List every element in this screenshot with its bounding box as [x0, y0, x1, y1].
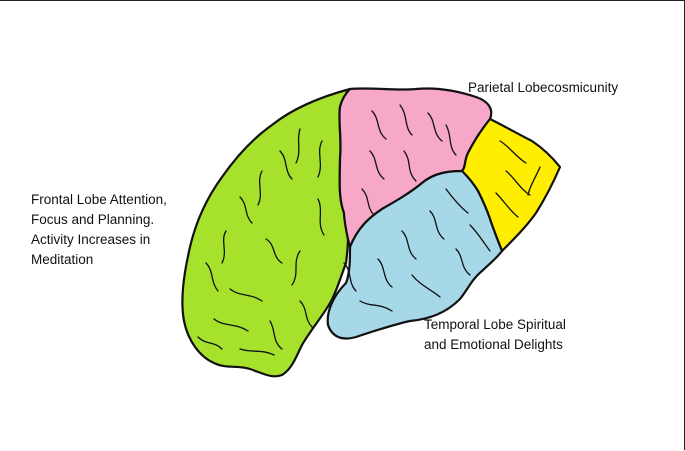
- parietal-lobe-label: Parietal Lobecosmicunity: [468, 78, 618, 98]
- frontal-label-line: Frontal Lobe Attention,: [31, 190, 167, 210]
- temporal-label-line: and Emotional Delights: [424, 335, 566, 355]
- temporal-label-line: Temporal Lobe Spiritual: [424, 315, 566, 335]
- temporal-lobe-label: Temporal Lobe Spiritual and Emotional De…: [424, 315, 566, 355]
- parietal-label-line: Parietal Lobecosmicunity: [468, 78, 618, 98]
- frontal-lobe: [182, 89, 350, 376]
- frontal-label-line: Activity Increases in: [31, 230, 167, 250]
- frontal-label-line: Meditation: [31, 250, 167, 270]
- frontal-lobe-label: Frontal Lobe Attention, Focus and Planni…: [31, 190, 167, 270]
- frontal-label-line: Focus and Planning.: [31, 210, 167, 230]
